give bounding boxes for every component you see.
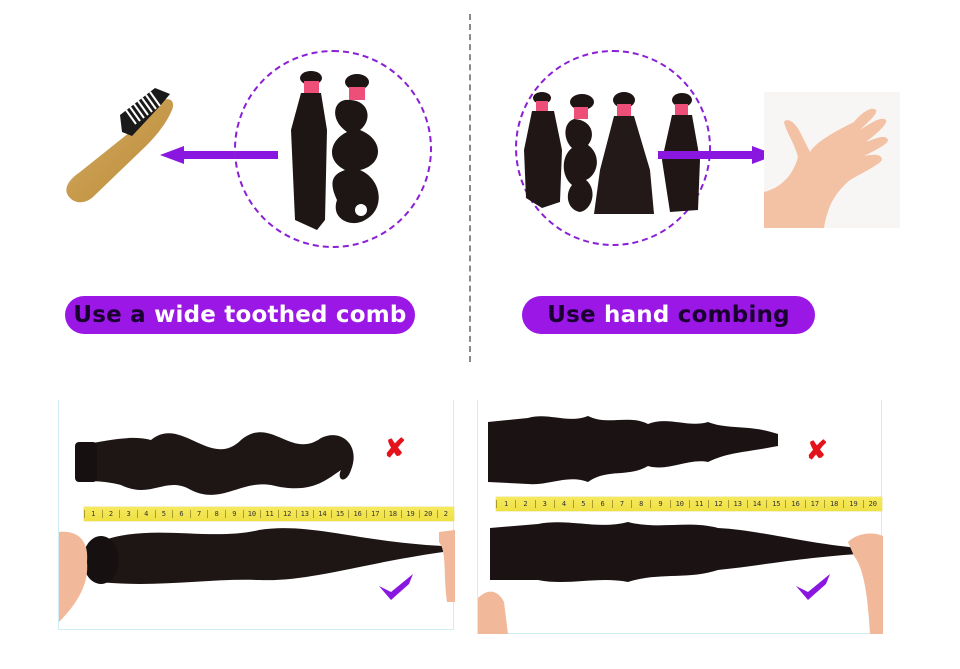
tape-tick: 4 xyxy=(136,510,155,518)
deepwave-length-comparison-panel: ✘ 1 2 3 4 5 6 7 8 9 10 11 12 13 14 15 16… xyxy=(477,400,883,634)
tape-tick: 2 xyxy=(436,510,455,518)
tape-tick: 11 xyxy=(688,500,708,508)
tape-tick: 19 xyxy=(843,500,862,508)
caption-part: combing xyxy=(677,302,790,328)
tape-tick: 18 xyxy=(383,510,402,518)
wrong-mark-icon: ✘ xyxy=(806,435,828,465)
tape-tick: 9 xyxy=(225,510,243,518)
tape-tick: 12 xyxy=(277,510,296,518)
tape-tick: 2 xyxy=(101,510,120,518)
tape-tick: 7 xyxy=(189,510,208,518)
hand-instruction-label: Use hand combing xyxy=(522,296,815,334)
tape-tick: 13 xyxy=(295,510,314,518)
hair-bundles-circle-right xyxy=(515,50,711,246)
tape-tick: 14 xyxy=(746,500,766,508)
bodywave-length-comparison-panel: ✘ 1 2 3 4 5 6 7 8 9 10 11 12 13 14 15 16… xyxy=(58,400,455,630)
curly-bundles-image xyxy=(524,92,700,214)
hand-icon xyxy=(764,92,900,228)
tape-tick: 3 xyxy=(119,510,137,518)
tape-tick: 17 xyxy=(804,500,824,508)
correct-check-icon xyxy=(796,574,830,600)
tape-tick: 14 xyxy=(313,510,331,518)
tape-tick: 3 xyxy=(534,500,554,508)
tape-tick: 2 xyxy=(515,500,534,508)
tape-tick: 8 xyxy=(631,500,650,508)
tape-tick: 4 xyxy=(553,500,573,508)
unstretched-bundle-image xyxy=(488,416,778,485)
tape-tick: 19 xyxy=(401,510,419,518)
caption-part: Use a xyxy=(73,302,146,328)
tape-tick: 15 xyxy=(330,510,349,518)
section-divider xyxy=(469,14,471,362)
caption-highlight: wide toothed comb xyxy=(154,302,407,328)
tape-tick: 6 xyxy=(592,500,611,508)
unstretched-bundle-image xyxy=(75,432,354,495)
hair-bundles-circle-left xyxy=(234,50,432,248)
tape-tick: 13 xyxy=(727,500,747,508)
tape-tick: 10 xyxy=(669,500,689,508)
comb-icon xyxy=(66,88,174,203)
arrow-right-icon xyxy=(658,146,776,164)
tape-tick: 6 xyxy=(172,510,190,518)
arrow-left-icon xyxy=(160,146,278,164)
straight-and-bodywave-bundles-image xyxy=(291,71,379,230)
comb-image xyxy=(60,80,185,215)
tape-tick: 10 xyxy=(242,510,261,518)
tape-tick: 20 xyxy=(418,510,437,518)
tape-tick: 5 xyxy=(573,500,592,508)
tape-tick: 7 xyxy=(611,500,631,508)
tape-tick: 15 xyxy=(766,500,785,508)
tape-tick: 16 xyxy=(348,510,366,518)
stretched-bundle-image xyxy=(478,522,883,634)
tape-tick: 16 xyxy=(785,500,804,508)
caption-part: Use xyxy=(547,302,596,328)
tape-tick: 5 xyxy=(154,510,173,518)
tape-tick: 1 xyxy=(84,510,102,518)
measuring-tape: 1 2 3 4 5 6 7 8 9 10 11 12 13 14 15 16 1… xyxy=(496,497,882,511)
tape-tick: 11 xyxy=(260,510,278,518)
wrong-mark-icon: ✘ xyxy=(384,433,406,463)
tape-tick: 17 xyxy=(366,510,384,518)
tape-tick: 9 xyxy=(650,500,669,508)
comb-instruction-label: Use a wide toothed comb xyxy=(65,296,415,334)
tape-tick: 18 xyxy=(824,500,843,508)
hand-image xyxy=(764,92,900,228)
correct-check-icon xyxy=(379,574,413,600)
tape-tick: 1 xyxy=(496,500,515,508)
caption-highlight: hand xyxy=(604,302,670,328)
tape-tick: 8 xyxy=(207,510,225,518)
measuring-tape: 1 2 3 4 5 6 7 8 9 10 11 12 13 14 15 16 1… xyxy=(84,507,454,521)
tape-tick: 20 xyxy=(862,500,882,508)
stretched-bundle-image xyxy=(59,528,455,622)
tape-tick: 12 xyxy=(708,500,727,508)
